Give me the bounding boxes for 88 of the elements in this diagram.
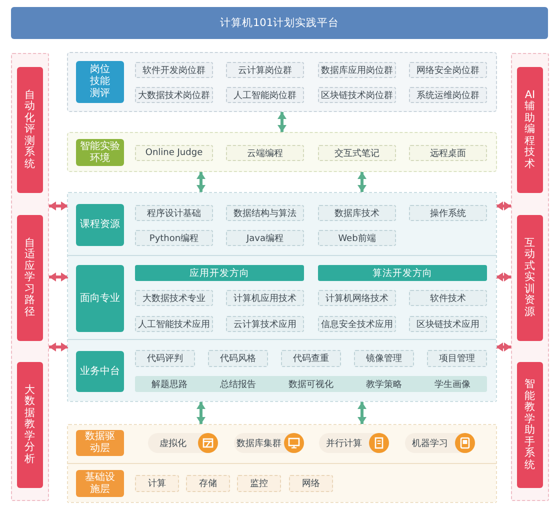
- pill-label: 并行计算: [325, 438, 363, 450]
- pill-label: 机器学习: [411, 438, 449, 450]
- side-box: AI辅助编程技术: [517, 67, 543, 193]
- double-arrow: [196, 172, 206, 192]
- section-label: 基础设施层: [76, 470, 124, 497]
- item-box: Web前端: [318, 230, 396, 246]
- panel-section: [68, 425, 496, 463]
- side-box: 自适应学习路径: [17, 215, 43, 341]
- item-box: 远程桌面: [409, 145, 487, 161]
- item-box: Python编程: [135, 230, 213, 246]
- item-box: 区块链技术应用: [409, 316, 487, 332]
- item-box: 数据结构与算法: [226, 205, 304, 221]
- double-arrow: [358, 172, 366, 192]
- side-box: 自动化评测系统: [17, 67, 43, 193]
- item-box: 网络安全岗位群: [409, 62, 487, 78]
- item-box: 云端编程: [226, 145, 304, 161]
- item-box: 计算机应用技术: [226, 290, 304, 306]
- double-arrow: [49, 202, 68, 210]
- item-box: 程序设计基础: [135, 205, 213, 221]
- item-box: 项目管理: [427, 350, 487, 367]
- item-box: 存储: [186, 475, 230, 492]
- section-label: 面向专业: [76, 265, 124, 332]
- band-text: 学生画像: [434, 378, 471, 390]
- item-box: 监控: [237, 475, 281, 492]
- double-arrow: [496, 202, 511, 210]
- item-box: 云计算技术应用: [226, 316, 304, 332]
- double-arrow: [358, 402, 366, 424]
- pill: [234, 433, 304, 453]
- item-box: 交互式笔记: [318, 145, 396, 161]
- band: [135, 376, 487, 392]
- band-text: 数据可视化: [288, 378, 334, 390]
- side-panel: [511, 53, 549, 501]
- item-box: 软件技术: [409, 290, 487, 306]
- section-label: 数据驱动层: [76, 430, 124, 456]
- double-arrow: [196, 402, 206, 424]
- pill-label: 数据库集群: [236, 438, 282, 450]
- item-box: 大数据技术专业: [135, 290, 213, 306]
- item-box: 计算: [135, 475, 179, 492]
- side-panel: [11, 53, 49, 501]
- item-box: 信息安全技术应用: [318, 316, 396, 332]
- panel-section: [68, 255, 496, 339]
- panel-section: [68, 463, 496, 502]
- double-arrow: [496, 272, 511, 282]
- item-box: 计算机网络技术: [318, 290, 396, 306]
- item-box: 数据库技术: [318, 205, 396, 221]
- section-label: 业务中台: [76, 351, 124, 392]
- item-box: 网络: [289, 475, 333, 492]
- item-box: 系统运维岗位群: [409, 87, 487, 103]
- item-box: 人工智能岗位群: [226, 87, 304, 103]
- section-label: 智能实验环境: [76, 139, 124, 166]
- pill-label: 虚拟化: [158, 438, 188, 450]
- section-label: 课程资源: [76, 204, 124, 246]
- header-bar: 应用开发方向: [135, 265, 304, 281]
- double-arrow: [496, 342, 511, 352]
- pill: [405, 433, 475, 453]
- band-text: 解题思路: [151, 378, 188, 390]
- double-arrow: [278, 112, 286, 132]
- double-arrow: [49, 342, 68, 352]
- panel-frame: [67, 192, 497, 402]
- item-box: 镜像管理: [354, 350, 414, 367]
- double-arrow: [49, 272, 68, 282]
- item-box: 大数据技术岗位群: [135, 87, 213, 103]
- item-box: 代码查重: [281, 350, 341, 367]
- item-box: 人工智能技术应用: [135, 316, 213, 332]
- item-box: 云计算岗位群: [226, 62, 304, 78]
- item-box: Java编程: [226, 230, 304, 246]
- panel-section: [68, 339, 496, 401]
- panel: [67, 52, 497, 112]
- title-bar: 计算机101计划实践平台: [11, 7, 548, 39]
- item-box: Online Judge: [135, 145, 213, 161]
- panel: [67, 132, 497, 172]
- pill: [319, 433, 389, 453]
- pill: [148, 433, 218, 453]
- item-box: 区块链技术岗位群: [318, 87, 396, 103]
- section-label: 岗位技能测评: [76, 61, 124, 103]
- band-text: 总结报告: [220, 378, 256, 390]
- item-box: 代码风格: [208, 350, 268, 367]
- panel-section: [68, 193, 496, 255]
- item-box: 数据库应用岗位群: [318, 62, 396, 78]
- item-box: 代码评判: [135, 350, 195, 367]
- side-box: 互动式实训资源: [517, 215, 543, 341]
- header-bar: 算法开发方向: [318, 265, 487, 281]
- side-box: 智能教学助手系统: [517, 362, 543, 488]
- item-box: 操作系统: [409, 205, 487, 221]
- band-text: 教学策略: [366, 378, 402, 390]
- panel-frame: [67, 424, 497, 503]
- item-box: 软件开发岗位群: [135, 62, 213, 78]
- side-box: 大数据教学分析: [17, 362, 43, 488]
